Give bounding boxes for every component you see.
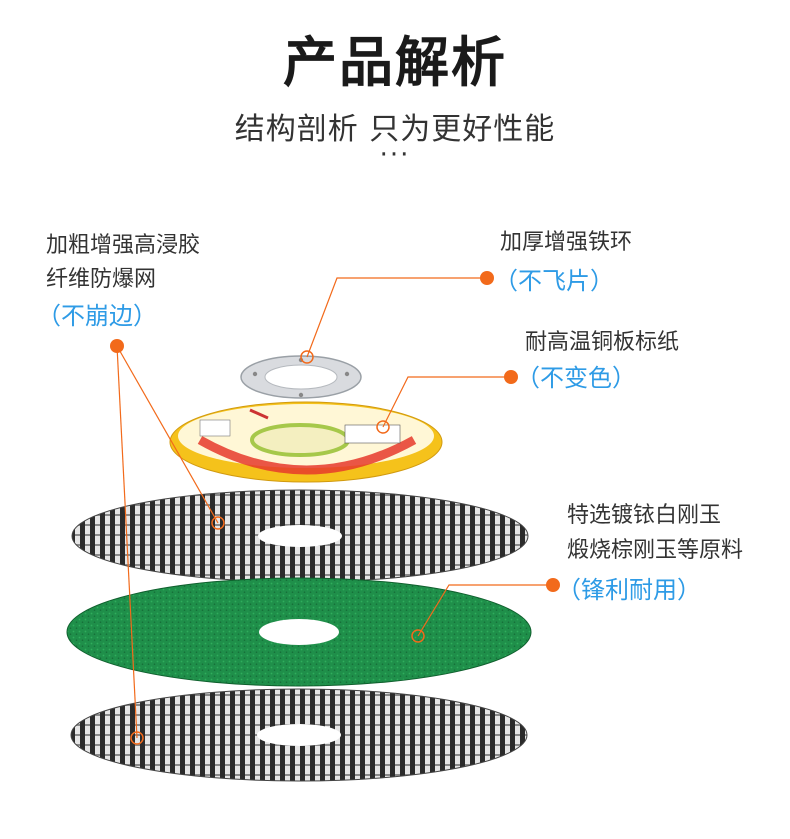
page-title: 产品解析 xyxy=(283,31,507,94)
callout-fiber-line1: 加粗增强高浸胶 xyxy=(46,233,201,258)
callout-dots xyxy=(110,271,560,592)
callout-dot-label xyxy=(504,370,518,384)
leader-lines xyxy=(116,277,553,739)
leader-targets xyxy=(130,350,425,745)
page-subtitle: 结构剖析 只为更好性能 xyxy=(234,112,556,147)
metal-ring xyxy=(240,355,362,399)
bottom-mesh-disc xyxy=(70,688,528,782)
green-abrasive-disc xyxy=(66,577,532,687)
callout-abrasive-note: （锋利耐用） xyxy=(557,576,701,604)
paper-label-disc xyxy=(169,401,443,483)
callout-dot-fiber xyxy=(110,339,124,353)
ellipsis-decoration: ··· xyxy=(379,140,411,170)
callout-ring-line1: 加厚增强铁环 xyxy=(500,230,633,255)
callout-abrasive-line1: 特选镀铱白刚玉 xyxy=(567,503,722,528)
top-mesh-disc xyxy=(71,489,529,583)
callout-dot-abrasive xyxy=(546,578,560,592)
callout-ring-note: （不飞片） xyxy=(494,267,614,295)
callout-dot-ring xyxy=(480,271,494,285)
callout-abrasive-line2: 煅烧棕刚玉等原料 xyxy=(567,538,744,563)
callout-label-note: （不变色） xyxy=(516,364,636,392)
callout-fiber-note: （不崩边） xyxy=(37,302,157,330)
callout-label-line1: 耐高温铜板标纸 xyxy=(525,330,680,355)
callout-fiber-line2: 纤维防爆网 xyxy=(46,267,157,292)
